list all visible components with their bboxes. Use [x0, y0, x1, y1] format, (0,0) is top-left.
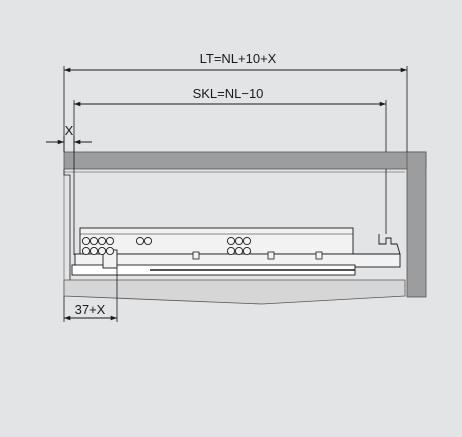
runner-assembly	[71, 169, 401, 276]
drawer-bottom-profile	[63, 279, 406, 305]
skl-dimension: SKL=NL−10	[73, 86, 387, 255]
runner-profile	[79, 227, 354, 255]
front-offset-dimension: 37+X	[63, 268, 118, 322]
x-dimension: X	[46, 123, 92, 152]
front-panel-outline	[63, 169, 71, 290]
clip-tabs	[192, 251, 323, 260]
fixing-holes	[81, 236, 252, 256]
lt-formula-label: LT=NL+10+X	[200, 51, 277, 66]
cabinet	[63, 151, 427, 298]
rear-hook	[353, 234, 401, 255]
front-offset-label: 37+X	[75, 302, 106, 317]
skl-formula-label: SKL=NL−10	[193, 86, 264, 101]
x-label: X	[65, 123, 74, 138]
cabinet-top-panel	[63, 151, 427, 170]
lt-dimension: LT=NL+10+X	[63, 51, 408, 152]
cabinet-side-panel	[406, 151, 427, 298]
